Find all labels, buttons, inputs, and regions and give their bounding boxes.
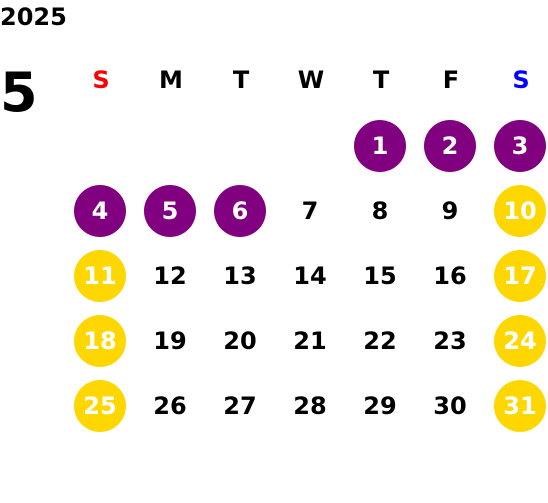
calendar-day-1: 1	[354, 120, 406, 172]
weekday-sun: S	[92, 66, 110, 94]
calendar-day-9: 9	[441, 197, 459, 225]
calendar-day-13: 13	[223, 262, 257, 290]
calendar-day-2: 2	[424, 120, 476, 172]
weekday-sat: S	[512, 66, 530, 94]
calendar-day-14: 14	[293, 262, 327, 290]
calendar-day-12: 12	[153, 262, 187, 290]
calendar-day-26: 26	[153, 392, 187, 420]
calendar-day-17: 17	[494, 250, 546, 302]
calendar-day-20: 20	[223, 327, 257, 355]
calendar-day-11: 11	[74, 250, 126, 302]
calendar-day-23: 23	[433, 327, 467, 355]
calendar-day-5: 5	[144, 185, 196, 237]
calendar-day-22: 22	[363, 327, 397, 355]
calendar-day-4: 4	[74, 185, 126, 237]
calendar-day-27: 27	[223, 392, 257, 420]
calendar-month: 5	[0, 61, 38, 124]
calendar-day-6: 6	[214, 185, 266, 237]
calendar-day-8: 8	[371, 197, 389, 225]
calendar-day-24: 24	[494, 315, 546, 367]
calendar-day-25: 25	[74, 380, 126, 432]
weekday-wed: W	[297, 66, 325, 94]
calendar-day-3: 3	[494, 120, 546, 172]
calendar-day-19: 19	[153, 327, 187, 355]
weekday-fri: F	[442, 66, 460, 94]
weekday-tue: T	[232, 66, 250, 94]
calendar-day-31: 31	[494, 380, 546, 432]
weekday-mon: M	[159, 66, 183, 94]
calendar-day-16: 16	[433, 262, 467, 290]
calendar-day-15: 15	[363, 262, 397, 290]
calendar-day-21: 21	[293, 327, 327, 355]
calendar-day-18: 18	[74, 315, 126, 367]
calendar-day-10: 10	[494, 185, 546, 237]
calendar-day-29: 29	[363, 392, 397, 420]
calendar-year: 2025	[0, 3, 67, 31]
calendar-day-28: 28	[293, 392, 327, 420]
calendar-day-30: 30	[433, 392, 467, 420]
calendar-day-7: 7	[301, 197, 319, 225]
weekday-thu: T	[372, 66, 390, 94]
